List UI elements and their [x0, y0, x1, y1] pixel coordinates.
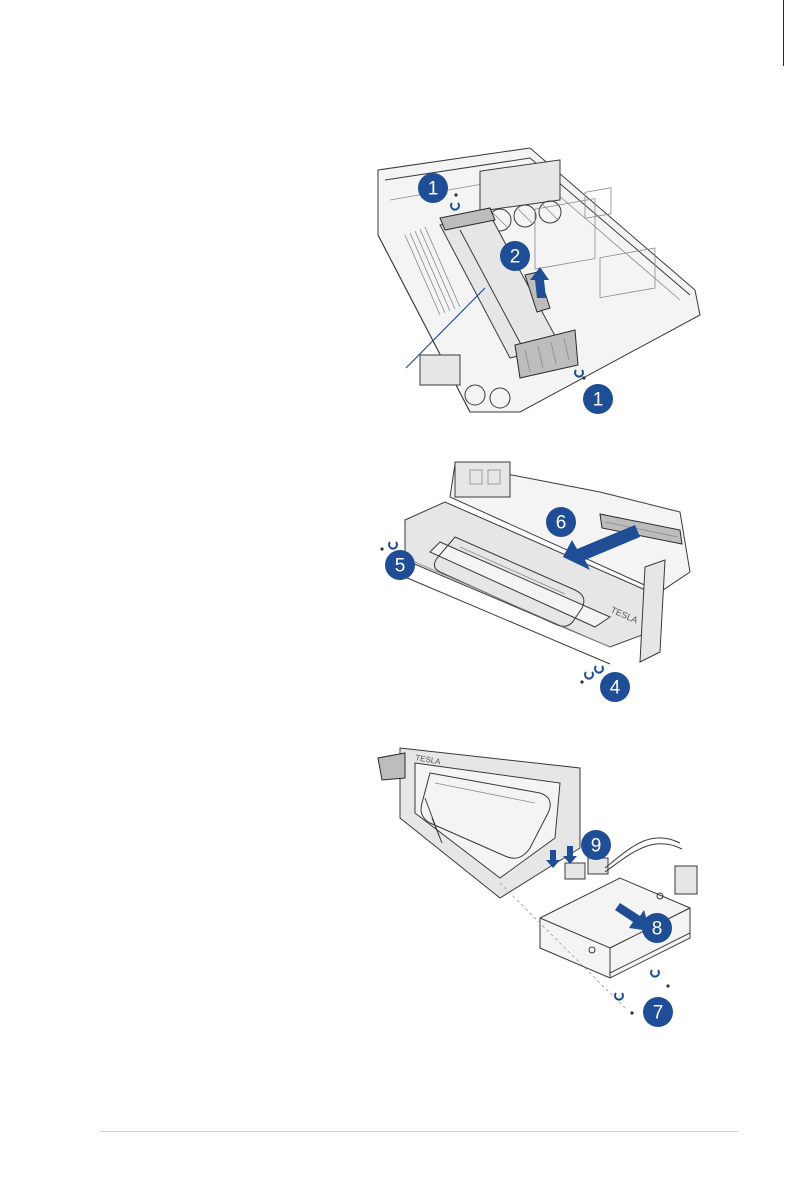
callout-step-6: 6: [546, 507, 576, 537]
card-io-bracket: [378, 753, 405, 780]
callout-step-5: 5: [385, 550, 415, 580]
screw-icon: [651, 970, 670, 988]
bracket-tab: [455, 462, 510, 497]
figure-gpu-power-bracket: TESLA: [360, 738, 710, 1028]
callout-step-9: 9: [581, 830, 611, 860]
svg-text:2: 2: [510, 247, 521, 268]
callout-step-7: 7: [643, 997, 673, 1027]
svg-text:1: 1: [593, 390, 604, 411]
power-connector: [565, 863, 585, 879]
footer-rule: [100, 1131, 738, 1132]
svg-text:8: 8: [652, 919, 663, 940]
callout-step-8: 8: [642, 913, 672, 943]
callout-step-4: 4: [600, 672, 630, 702]
figure-chassis-riser-removal: 1 2 1: [360, 140, 710, 420]
svg-text:5: 5: [395, 556, 406, 577]
figure-gpu-install-bracket: TESLA 6: [360, 452, 710, 704]
svg-text:1: 1: [428, 179, 439, 200]
callout-step-2: 2: [500, 241, 530, 271]
svg-text:6: 6: [556, 513, 567, 534]
callout-step-1-top: 1: [418, 173, 448, 203]
chassis-illustration: 1 2 1: [360, 140, 710, 420]
gpu-card: TESLA: [378, 748, 580, 898]
svg-text:9: 9: [591, 836, 602, 857]
page-edge-rule: [783, 0, 784, 66]
psu-module: [420, 355, 460, 385]
screw-icon: [615, 993, 634, 1015]
callout-step-1-bottom: 1: [583, 384, 613, 414]
screw-icon: [380, 542, 397, 551]
screw-icon: [580, 666, 603, 684]
gpu-power-illustration: TESLA: [360, 738, 710, 1028]
cable-plug: [675, 866, 697, 894]
svg-text:4: 4: [610, 678, 621, 699]
svg-text:7: 7: [653, 1003, 664, 1024]
gpu-bracket-illustration: TESLA 6: [360, 452, 710, 704]
